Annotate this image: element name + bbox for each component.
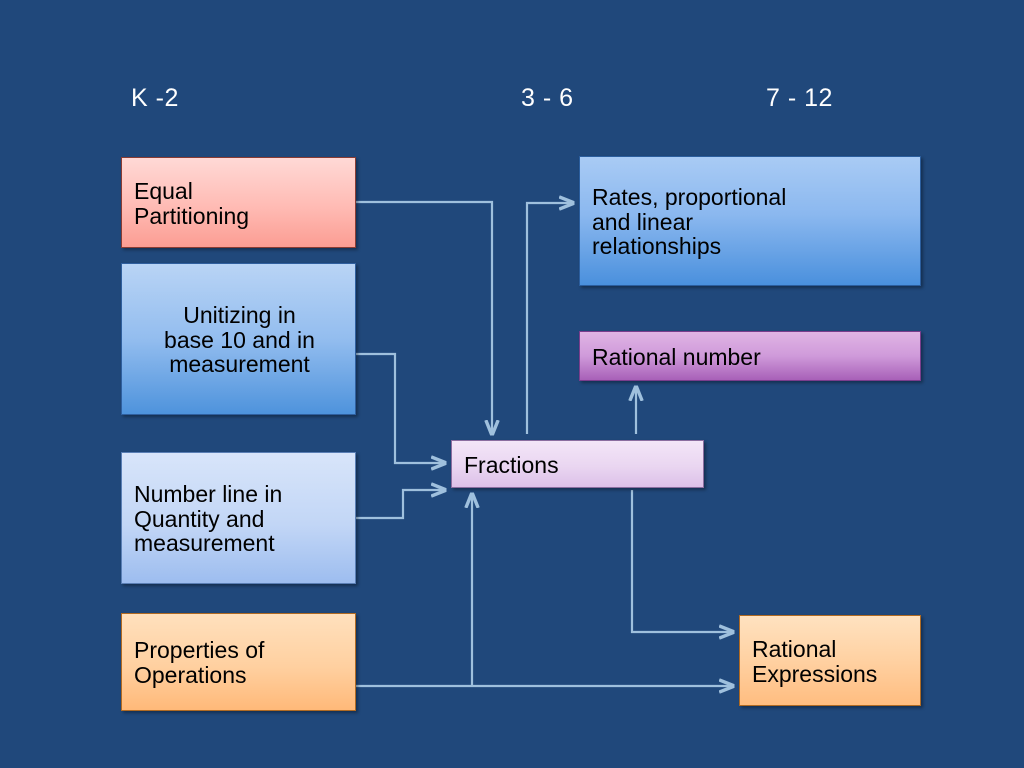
node-line: Expressions [752, 660, 878, 687]
node-line: Rational [752, 635, 837, 662]
node-line: Quantity and [134, 505, 265, 532]
node-line: Fractions [464, 451, 559, 478]
node-number-line[interactable]: Number line in Quantity and measurement [121, 452, 356, 584]
node-line: Rational number [592, 343, 761, 370]
node-equal-partitioning[interactable]: Equal Partitioning [121, 157, 356, 248]
node-line: Rates, proportional [592, 183, 787, 210]
node-line: Operations [134, 662, 247, 688]
column-header-7-12: 7 - 12 [766, 84, 833, 112]
node-line: Partitioning [134, 202, 250, 229]
connector-fractions-to-rates [525, 203, 573, 434]
node-unitizing[interactable]: Unitizing in base 10 and in measurement [121, 263, 356, 415]
node-line: Equal [134, 177, 193, 204]
connector-number-line-to-fractions [356, 490, 445, 520]
node-line: and linear [592, 208, 694, 235]
connector-unitizing-to-fractions [356, 352, 445, 463]
node-line: Unitizing in [183, 301, 296, 328]
column-header-3-6: 3 - 6 [521, 84, 574, 112]
node-line: measurement [134, 530, 275, 557]
connector-equal-partitioning-to-fractions [356, 200, 492, 434]
node-rational-expressions[interactable]: Rational Expressions [739, 615, 921, 706]
node-fractions[interactable]: Fractions [451, 440, 704, 488]
node-line: relationships [592, 233, 722, 260]
node-line: measurement [169, 351, 310, 378]
node-rational-number[interactable]: Rational number [579, 331, 921, 381]
column-header-k2: K -2 [131, 84, 179, 112]
node-line: base 10 and in [164, 326, 315, 353]
node-line: Number line in [134, 480, 283, 507]
node-line: Properties of [134, 637, 265, 664]
node-rates-proportional[interactable]: Rates, proportional and linear relations… [579, 156, 921, 286]
connector-fractions-to-rational-expressions [630, 490, 733, 632]
node-properties-of-operations[interactable]: Properties of Operations [121, 613, 356, 711]
